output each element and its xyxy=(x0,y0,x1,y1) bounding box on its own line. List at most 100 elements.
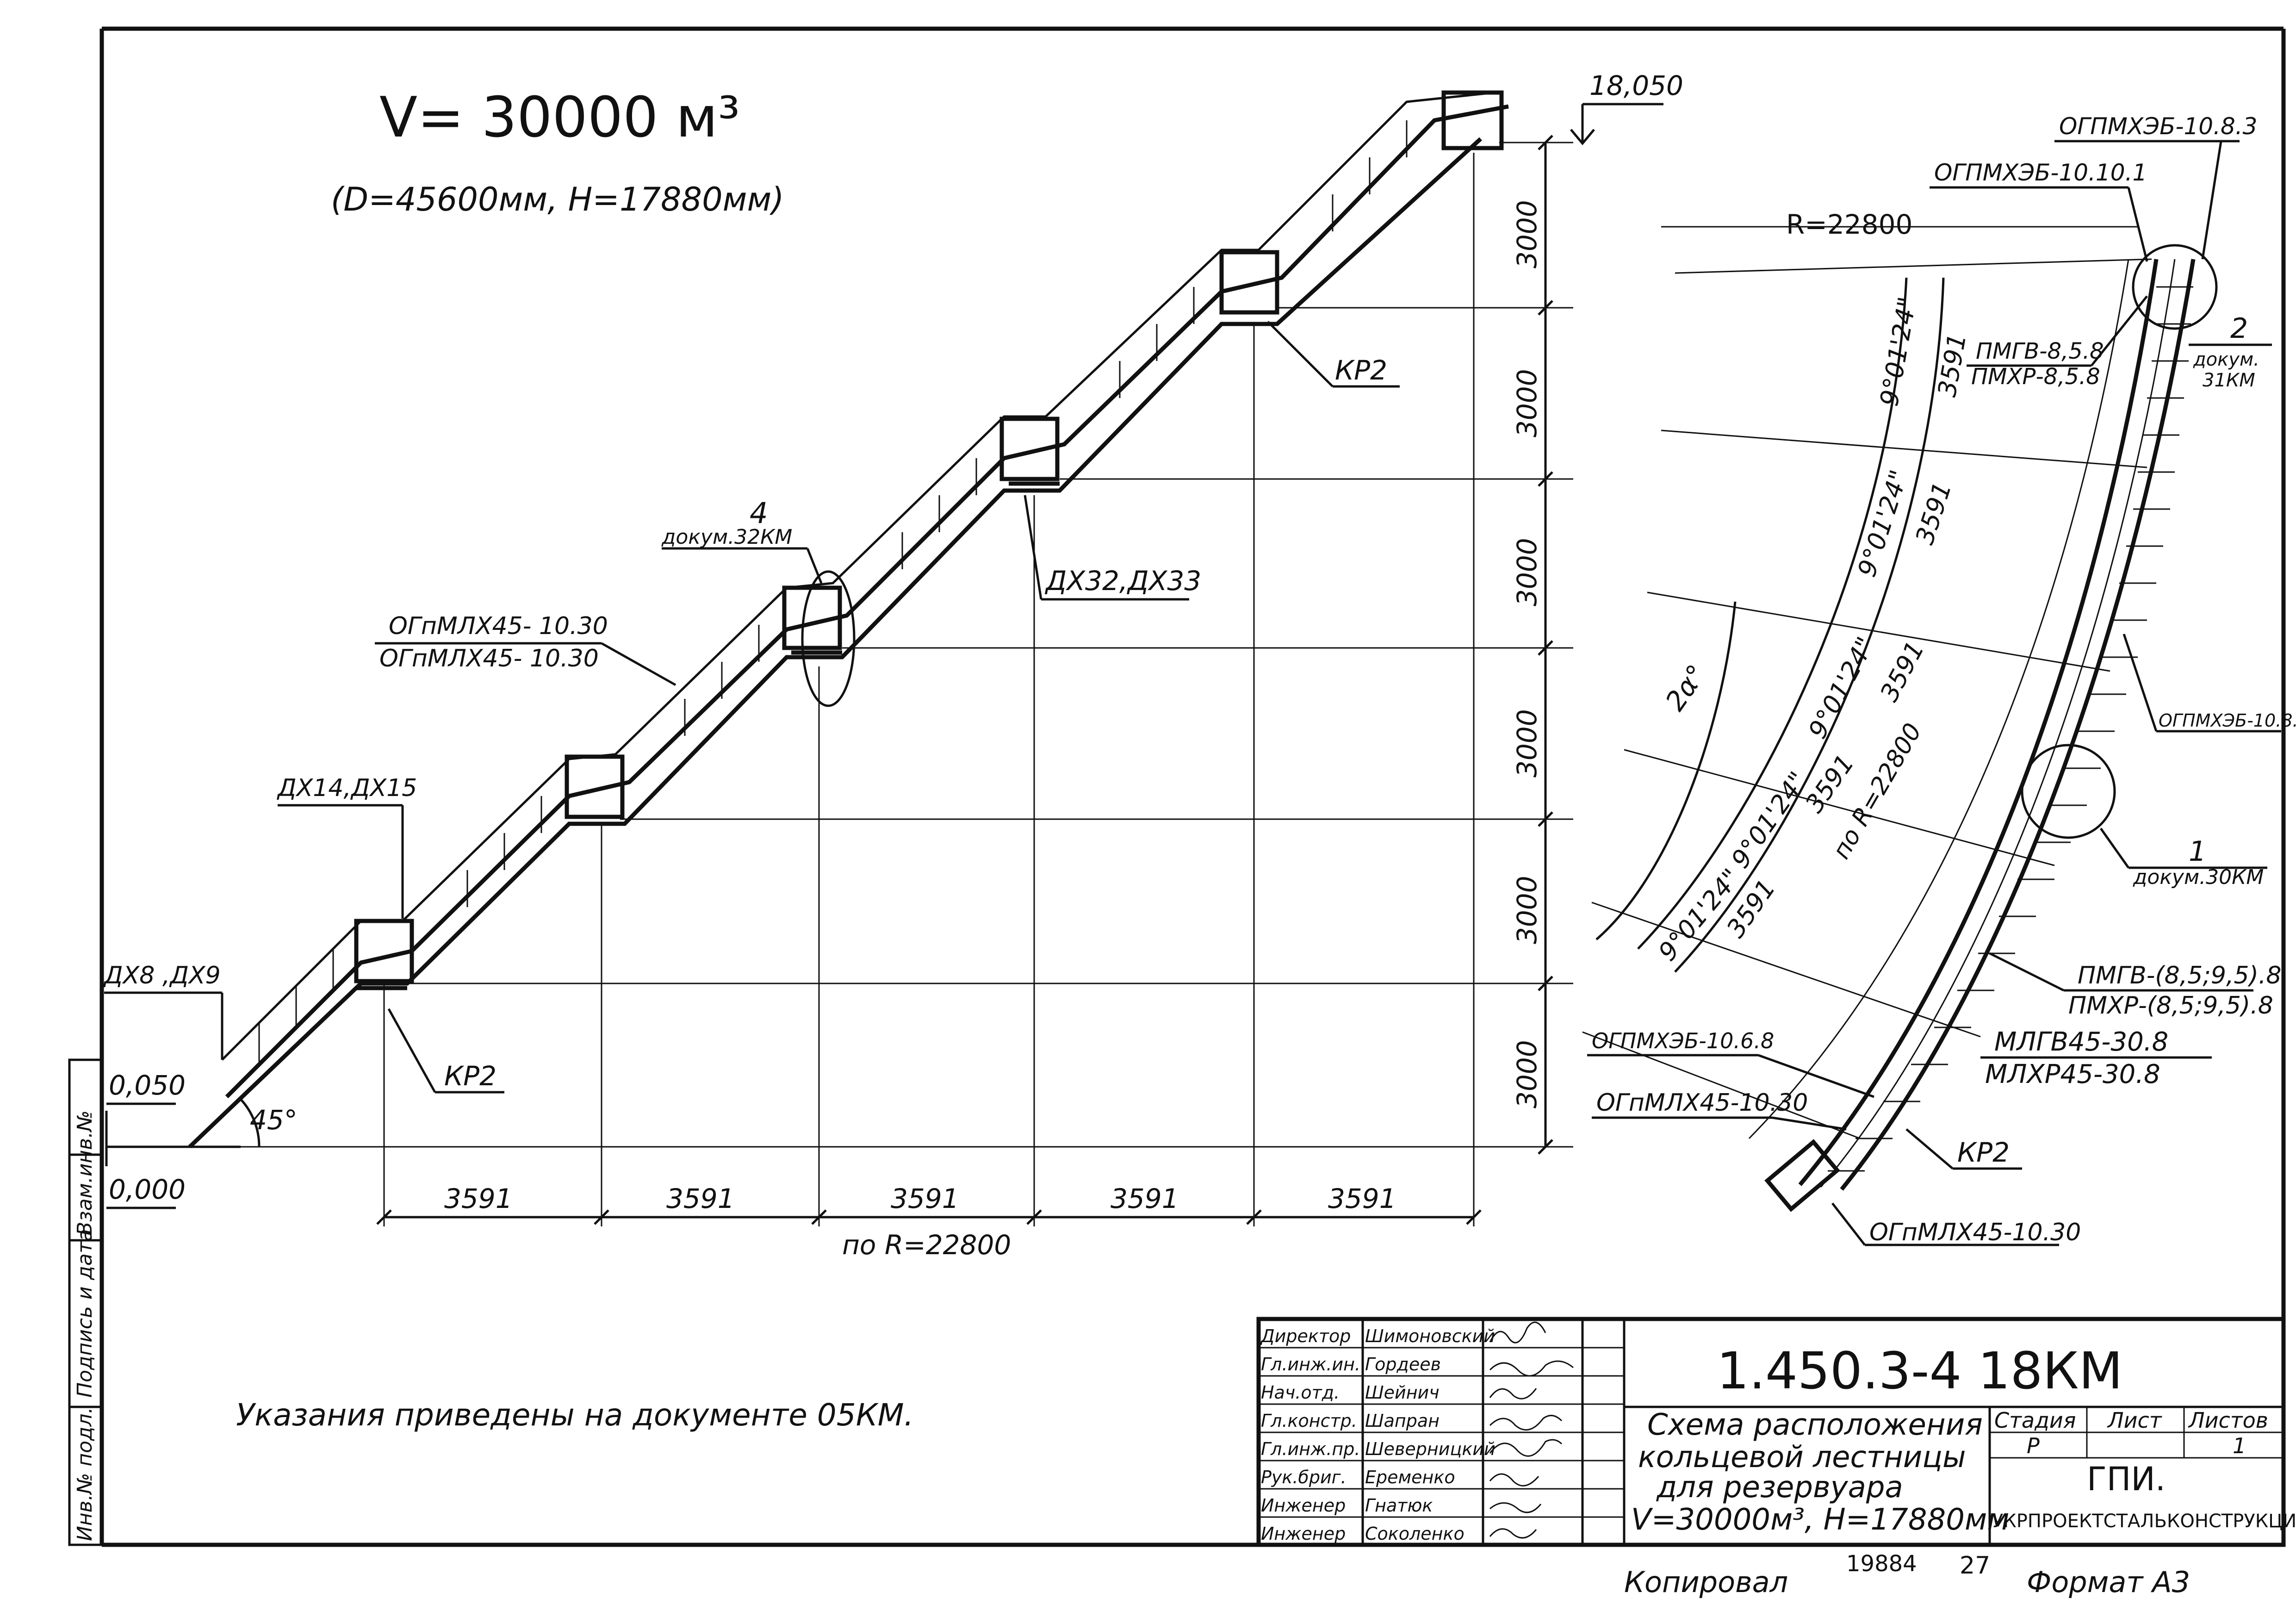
staff-role-5: Гл.инж.пр. xyxy=(1261,1439,1360,1459)
sheet-label: Лист xyxy=(2107,1408,2162,1433)
radial-lines xyxy=(1582,226,2152,1139)
tank-dimensions: (D=45600мм, H=17880мм) xyxy=(331,180,784,218)
plan-mlxr: МЛХР45-30.8 xyxy=(1985,1059,2160,1089)
label-ogp-a: ОГпМЛХ45- 10.30 xyxy=(389,612,608,640)
detail-4-callout xyxy=(801,570,856,707)
staff-name-2: Гордеев xyxy=(1365,1354,1441,1375)
elevation-view: 3000 3000 3000 3000 3000 3000 3591 3591 … xyxy=(103,70,1683,1261)
plan-mlgv: МЛГВ45-30.8 xyxy=(1994,1027,2168,1057)
volume-title: V= 30000 м³ xyxy=(379,86,740,150)
org-full: УКРПРОЕКТСТАЛЬКОНСТРУКЦИЯ xyxy=(1992,1511,2296,1532)
staff-role-8: Инженер xyxy=(1261,1524,1346,1544)
plan-angle-c: 9°01'24" xyxy=(1803,632,1880,743)
staff-role-4: Гл.констр. xyxy=(1261,1411,1357,1431)
staff-name-1: Шимоновский xyxy=(1365,1326,1495,1346)
footer-format: Формат А3 xyxy=(2027,1565,2190,1599)
staff-name-8: Соколенко xyxy=(1365,1524,1464,1544)
stamp-replace-inv: Взам.инв.№ xyxy=(73,1110,97,1236)
staff-role-6: Рук.бриг. xyxy=(1261,1467,1347,1487)
span-dim-3: 3591 xyxy=(891,1183,959,1214)
plan-angle-b: 9°01'24" xyxy=(1852,467,1914,580)
plan-ogp-bottom: ОГпМЛХ45-10.30 xyxy=(1869,1219,2081,1246)
plan-ref2-doc-b: 31КМ xyxy=(2203,370,2255,391)
support-plates xyxy=(356,146,1497,990)
plan-ogpmx-top: ОГПМХЭБ-10.8.3 xyxy=(2059,113,2258,140)
plan-ref2-number: 2 xyxy=(2230,312,2248,345)
elev-base: 0,000 xyxy=(109,1174,186,1205)
plan-ogp-left: ОГпМЛХ45-10.30 xyxy=(1596,1089,1808,1117)
plan-pmgv: ПМГВ-8,5.8 xyxy=(1976,338,2104,364)
label-ogp-b: ОГпМЛХ45- 10.30 xyxy=(379,645,599,672)
height-dim-5: 3000 xyxy=(1511,369,1543,437)
plan-ogpmx-left: ОГПМХЭБ-10.6.8 xyxy=(1592,1028,1774,1053)
plan-angle-d: 9°01'24" xyxy=(1725,766,1812,873)
height-dim-3: 3000 xyxy=(1511,709,1543,778)
label-dx8: ДХ8 ,ДХ9 xyxy=(103,962,221,989)
title-line-3: для резервуара xyxy=(1656,1470,1903,1505)
label-dx32: ДХ32,ДХ33 xyxy=(1044,565,1201,597)
plan-radius: R=22800 xyxy=(1786,209,1912,240)
staff-name-4: Шапран xyxy=(1365,1411,1440,1431)
angle-45: 45° xyxy=(250,1104,298,1136)
stamp-inv-no: Инв.№ подл. xyxy=(73,1407,97,1541)
title-line-4: V=30000м³, H=17880мм xyxy=(1631,1503,2010,1537)
staff-role-3: Нач.отд. xyxy=(1261,1382,1340,1403)
plan-pmgv-multi: ПМГВ-(8,5;9,5).8 xyxy=(2078,962,2281,989)
plan-ogpmx-right: ОГПМХЭБ-10.8.2 xyxy=(2159,710,2296,731)
height-dim-4: 3000 xyxy=(1511,538,1543,606)
sheet-value: 1 xyxy=(2233,1433,2246,1458)
plan-two-alpha: 2α° xyxy=(1659,659,1713,716)
document-code: 1.450.3-4 18КМ xyxy=(1717,1341,2122,1400)
plan-arc-radius: по R=22800 xyxy=(1827,719,1927,864)
rungs xyxy=(258,120,1408,1064)
sheets-label: Листов xyxy=(2188,1408,2268,1433)
footer-number: 19884 xyxy=(1846,1551,1917,1577)
stamp-signature-date: Подпись и дата xyxy=(73,1229,97,1398)
plan-ref2-doc-a: докум. xyxy=(2193,349,2259,370)
footer-copied: Копировал xyxy=(1624,1565,1788,1599)
span-dim-1: 3591 xyxy=(444,1183,513,1214)
side-stamp: Инв.№ подл. Подпись и дата Взам.инв.№ xyxy=(68,1058,103,1546)
ref4-number: 4 xyxy=(750,496,768,530)
height-dim-6: 3000 xyxy=(1511,200,1543,268)
plan-ref1-document: докум.30КМ xyxy=(2133,865,2264,889)
title-line-2: кольцевой лестницы xyxy=(1638,1440,1966,1474)
label-kp2-a: КР2 xyxy=(444,1060,496,1092)
height-dim-2: 3000 xyxy=(1511,876,1543,944)
span-dim-5: 3591 xyxy=(1328,1183,1396,1214)
staff-role-2: Гл.инж.ин. xyxy=(1261,1354,1360,1375)
stage-value: Р xyxy=(2027,1433,2040,1458)
plan-arc-c: 3591 xyxy=(1874,636,1930,706)
height-dim-1: 3000 xyxy=(1511,1040,1543,1108)
footer-page: 27 xyxy=(1960,1552,1990,1580)
ref4-document: докум.32КМ xyxy=(661,525,792,549)
staff-name-7: Гнатюк xyxy=(1365,1495,1433,1516)
plan-arc-b: 3591 xyxy=(1910,479,1957,548)
staff-name-6: Еременко xyxy=(1365,1467,1455,1487)
plan-pmxr-multi: ПМХР-(8,5;9,5).8 xyxy=(2068,992,2273,1020)
plan-kp2: КР2 xyxy=(1957,1137,2010,1168)
span-dim-2: 3591 xyxy=(666,1183,735,1214)
plan-view: R=22800 9°01'24" 3591 9°01'24" 3591 9°01… xyxy=(1582,113,2296,1246)
plan-ref1-number: 1 xyxy=(2189,835,2206,868)
elev-top: 18,050 xyxy=(1589,70,1683,101)
drawing-note: Указания приведены на документе 05КМ. xyxy=(236,1397,914,1433)
label-dx14: ДХ14,ДХ15 xyxy=(277,774,417,802)
plan-pmxr: ПМХР-8,5.8 xyxy=(1971,364,2100,390)
staff-role-7: Инженер xyxy=(1261,1495,1346,1516)
signatures xyxy=(1489,1321,1574,1539)
span-dim-4: 3591 xyxy=(1111,1183,1179,1214)
plan-hatching xyxy=(1828,286,2193,1172)
staff-name-5: Шеверницкий xyxy=(1365,1439,1496,1459)
span-radius-note: по R=22800 xyxy=(842,1229,1011,1261)
elev-first: 0,050 xyxy=(109,1070,186,1101)
plan-angle-a: 9°01'24" xyxy=(1874,294,1922,408)
staff-name-3: Шейнич xyxy=(1365,1382,1440,1403)
detail-2-callout xyxy=(2132,244,2218,330)
plan-ogpmx-second: ОГПМХЭБ-10.10.1 xyxy=(1934,159,2147,186)
stage-label: Стадия xyxy=(1994,1408,2076,1433)
title-block: Директор Шимоновский Гл.инж.ин. Гордеев … xyxy=(1256,1317,2296,1547)
detail-1-callout xyxy=(2021,744,2116,839)
org-short: ГПИ. xyxy=(2087,1460,2166,1498)
